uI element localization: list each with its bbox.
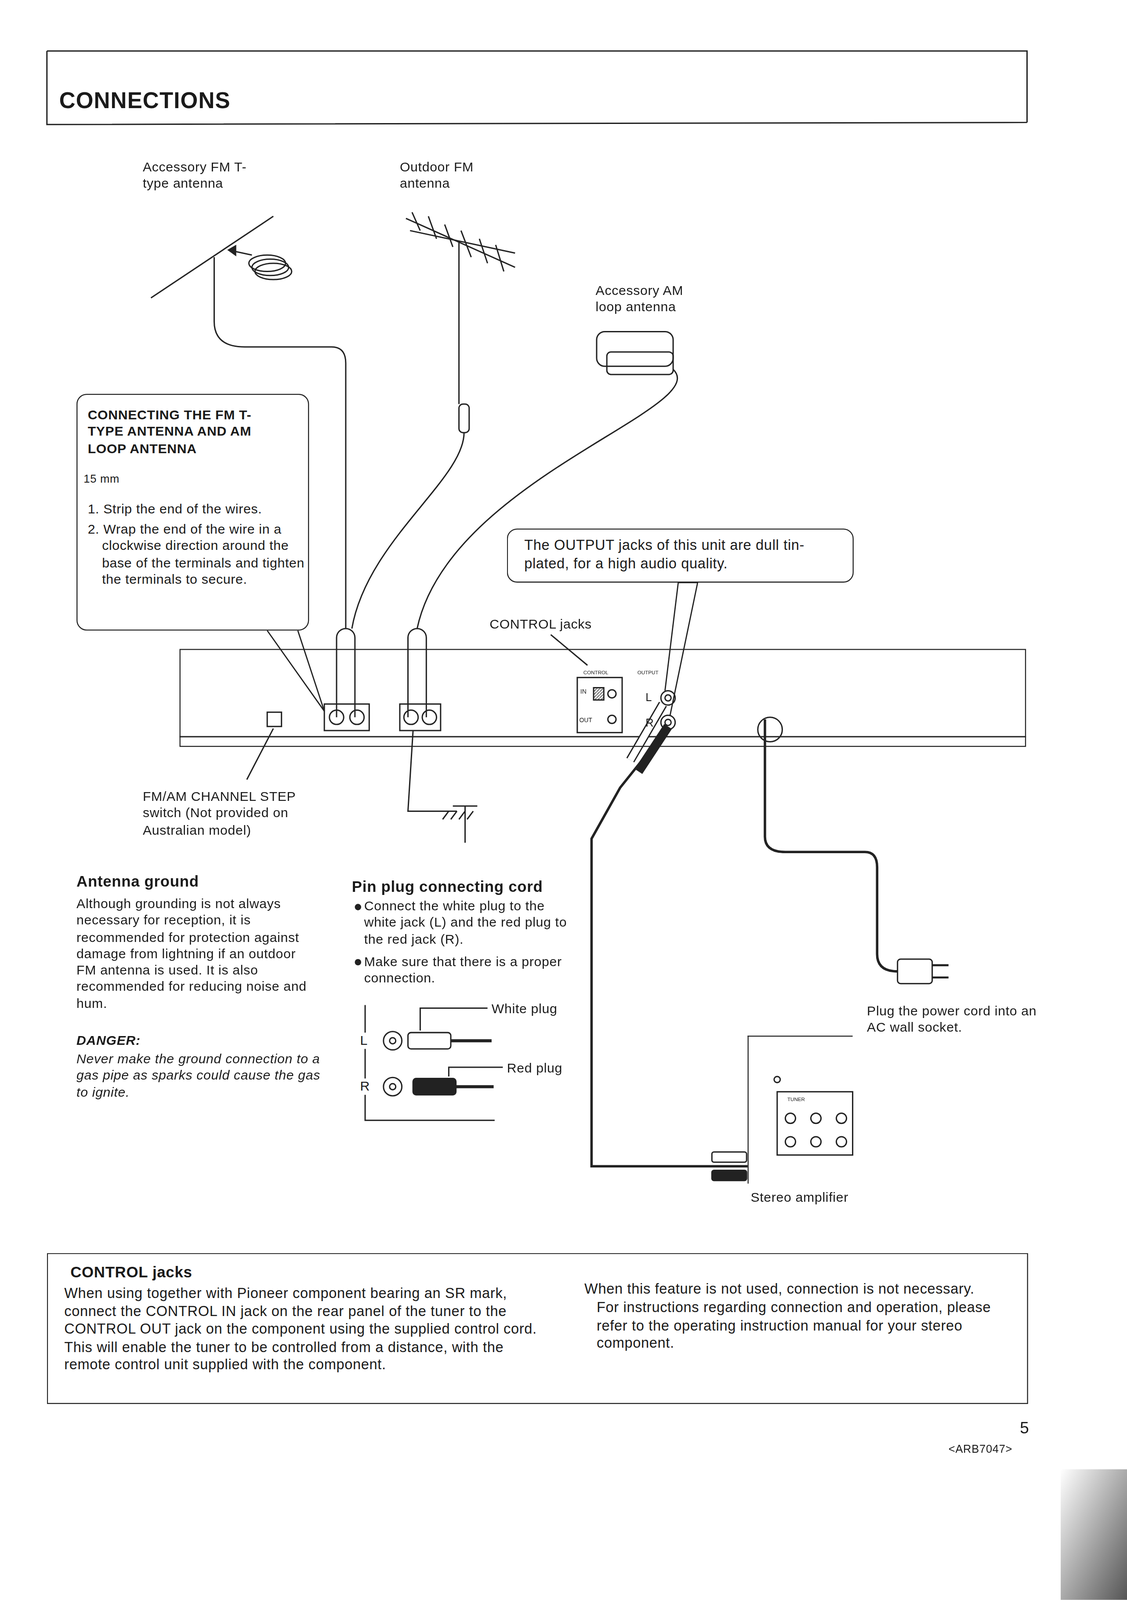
node-text: CONTROL jacks — [70, 1262, 193, 1283]
label-text: Make sure that there is a proper connect… — [364, 953, 569, 987]
label-text: Outdoor FM antenna — [399, 159, 508, 193]
node-text: For instructions regarding connection an… — [596, 1298, 1023, 1352]
leader-line — [267, 630, 325, 711]
am-loop-antenna — [416, 331, 678, 628]
label-text: 5 — [1019, 1417, 1030, 1439]
node-text: 2. Wrap the end of the wire in a clockwi… — [87, 521, 319, 588]
node-text: 1. Strip the end of the wires. — [87, 500, 302, 518]
note-box: CONTROL jacksWhen using together with Pi… — [47, 1252, 1029, 1404]
label-text: L — [358, 1032, 369, 1049]
label-text: R — [358, 1078, 371, 1095]
label-text: Accessory AM loop antenna — [595, 282, 714, 316]
control-leader — [550, 634, 588, 666]
panel-edge — [179, 735, 1027, 737]
label-text: Antenna ground — [76, 872, 200, 892]
header-band — [47, 50, 1028, 125]
label-text: Never make the ground connection to a ga… — [76, 1050, 322, 1101]
rear-panel: CONTROL IN OUT OUTPUT L R — [179, 648, 1027, 747]
label-text: <ARB7047> — [948, 1442, 1013, 1457]
label-text: DANGER: — [76, 1032, 141, 1049]
callout-box: CONNECTING THE FM T-TYPE ANTENNA AND AM … — [76, 393, 309, 631]
channel-step-switch — [267, 711, 282, 726]
label-text: White plug — [491, 1000, 558, 1018]
node-text: CONTROL — [583, 670, 609, 676]
stereo-amplifier: TUNERStereo amplifier — [747, 1035, 853, 1184]
label-text: Although grounding is not always necessa… — [76, 895, 319, 1012]
scan-shadow — [1060, 1468, 1127, 1600]
node-text: IN — [580, 688, 587, 695]
node-text: OUTPUT — [637, 670, 659, 676]
page-title: CONNECTIONS — [59, 86, 231, 115]
am-terminal-block — [399, 703, 441, 731]
node-text: The OUTPUT jacks of this unit are dull t… — [524, 536, 843, 573]
label-text: CONTROL jacks — [489, 616, 592, 633]
label-text: Accessory FM T-type antenna — [142, 159, 271, 193]
label-text: FM/AM CHANNEL STEP switch (Not provided … — [142, 788, 306, 838]
cord-grommet — [757, 717, 783, 742]
switch-leader — [246, 728, 274, 780]
label-text: Connect the white plug to the white jack… — [364, 897, 569, 948]
node-text: TUNER — [787, 1096, 805, 1102]
power-plug — [897, 958, 933, 984]
ground-stake — [442, 805, 478, 843]
fm-terminal-block — [324, 703, 370, 731]
node-text: When using together with Pioneer compone… — [64, 1283, 550, 1374]
node-text: When this feature is not used, connectio… — [584, 1279, 1023, 1298]
label-text: Pin plug connecting cord — [351, 876, 544, 897]
node-text: Stereo amplifier — [750, 1189, 848, 1207]
pin-plug-cord — [591, 746, 748, 1166]
node-text: OUT — [579, 717, 592, 724]
node-text: 15 mm — [83, 472, 120, 487]
node-text: CONNECTING THE FM T-TYPE ANTENNA AND AM … — [87, 406, 257, 457]
control-jack-frame — [577, 677, 623, 733]
amplifier-panel — [711, 1076, 853, 1181]
red-plug-out — [638, 726, 668, 772]
label-text: Plug the power cord into an AC wall sock… — [866, 1002, 1041, 1036]
power-cord — [764, 718, 898, 971]
node-text: L — [645, 691, 653, 704]
control-in-jack — [593, 687, 604, 700]
node-text: R — [645, 717, 654, 729]
outdoor-fm-antenna — [351, 212, 515, 629]
callout-box: The OUTPUT jacks of this unit are dull t… — [507, 528, 854, 583]
label-text: Red plug — [507, 1059, 563, 1077]
ground-wire — [408, 730, 457, 811]
